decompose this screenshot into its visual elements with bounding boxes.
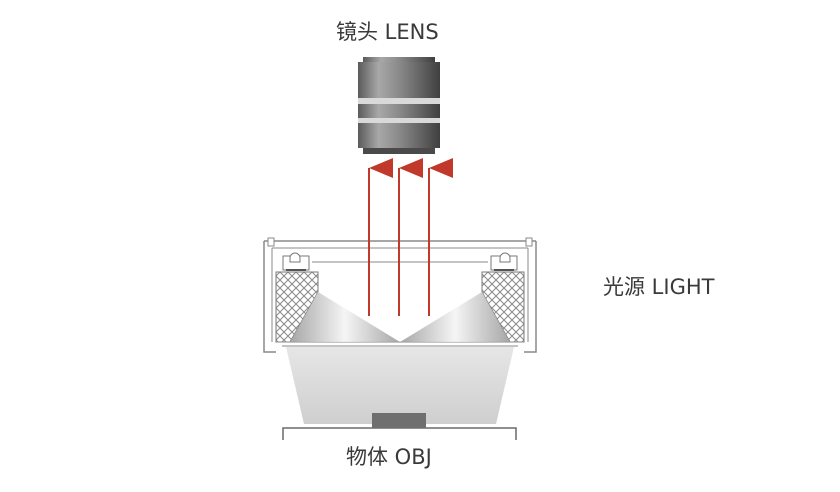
lens-label: 镜头 LENS: [336, 20, 439, 44]
light-ray-arrows: [368, 158, 453, 316]
lens-icon: [358, 57, 440, 154]
light-label: 光源 LIGHT: [603, 275, 715, 299]
inner-light-beam: [290, 292, 510, 342]
object-label: 物体 OBJ: [346, 445, 432, 469]
object-stage-icon: [282, 413, 517, 440]
ring-light-icon: [263, 237, 537, 353]
light-beam-cone: [286, 347, 514, 424]
